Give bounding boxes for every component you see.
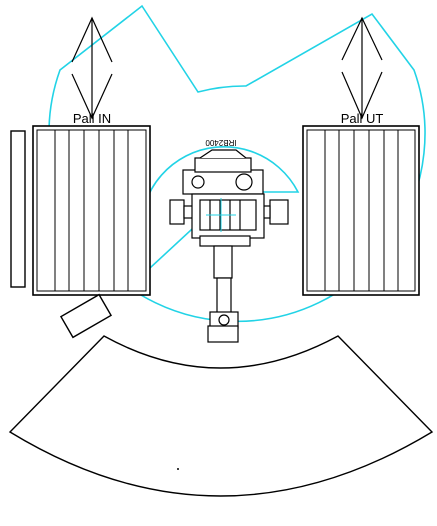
pallet-in xyxy=(32,125,151,296)
slip-sheet-box xyxy=(59,293,113,339)
robot-icon xyxy=(169,149,289,343)
pallet-in-direction-arrow xyxy=(71,16,113,120)
reference-dot xyxy=(177,468,179,470)
pallet-out xyxy=(302,125,420,296)
pallet-out-direction-arrow xyxy=(341,16,383,120)
robot-model-label: IRB2400 xyxy=(205,138,237,147)
infeed-sector xyxy=(8,335,434,497)
left-side-conveyor xyxy=(10,130,26,288)
robot-center-marker xyxy=(206,198,236,232)
